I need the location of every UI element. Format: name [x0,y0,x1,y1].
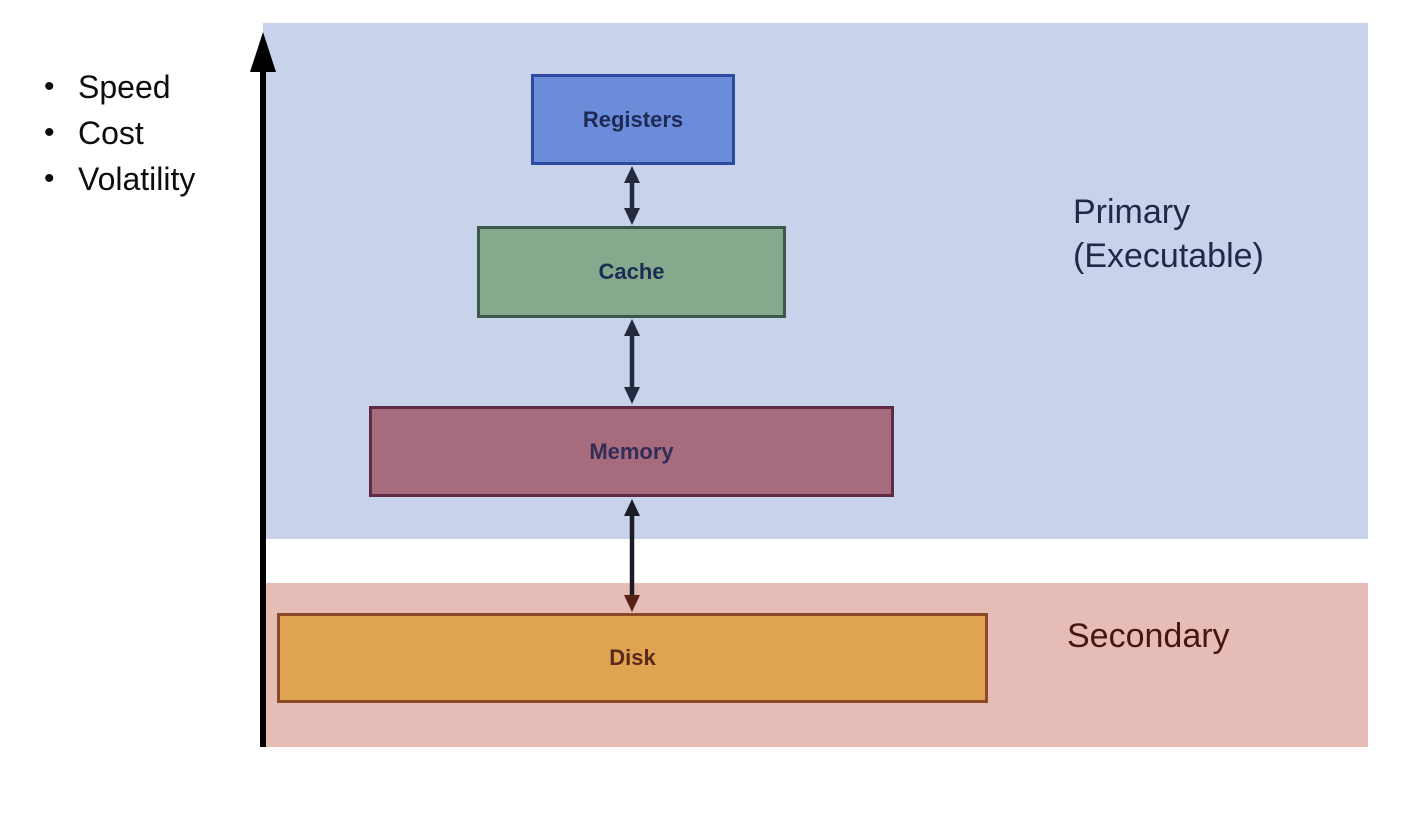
arrowhead-up-icon [624,499,640,516]
primary-region-label: Primary (Executable) [1073,190,1264,278]
arrow-cache-memory [624,319,640,404]
arrow-registers-cache [624,166,640,225]
bullet-icon: • [44,70,55,103]
arrowhead-down-icon [624,387,640,404]
secondary-region-label: Secondary [1067,617,1230,655]
node-cache: Cache [477,226,786,318]
node-disk-label: Disk [609,645,656,670]
bullet-icon: • [44,162,55,195]
arrow-memory-disk [624,499,640,612]
node-memory: Memory [369,406,894,497]
secondary-storage-region: Secondary [263,583,1368,747]
arrowhead-up-icon [624,319,640,336]
bullet-label-volatility: Volatility [78,161,196,197]
up-arrow-icon [250,32,276,72]
bullet-label-cost: Cost [78,115,144,151]
node-memory-label: Memory [589,438,674,464]
bullet-icon: • [44,116,55,149]
primary-region-label-line2: (Executable) [1073,237,1264,275]
axis-line [260,64,266,747]
primary-region-label-line1: Primary [1073,193,1191,231]
list-item: • Cost [44,110,195,156]
arrowhead-up-icon [624,166,640,183]
list-item: • Speed [44,64,195,110]
bullet-label-speed: Speed [78,69,171,105]
list-item: • Volatility [44,156,195,202]
node-cache-label: Cache [598,259,665,284]
bullet-list: • Speed • Cost • Volatility [44,64,195,202]
arrowhead-down-icon [624,595,640,612]
node-disk: Disk [277,613,988,703]
arrowhead-down-icon [624,208,640,225]
node-registers-label: Registers [582,106,684,132]
node-registers: Registers [531,74,735,165]
